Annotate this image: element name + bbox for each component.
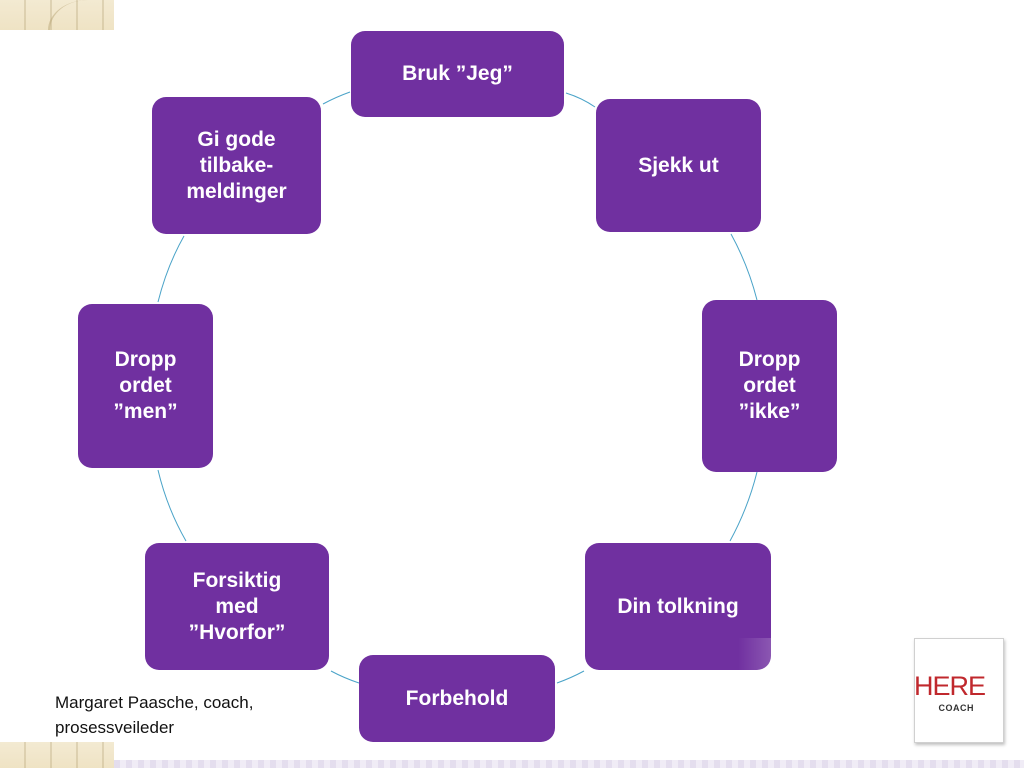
logo-card — [914, 638, 1004, 743]
node-dropp-ordet-ikke: Dropp ordet ”ikke” — [702, 300, 837, 472]
author-caption: Margaret Paasche, coach, prosessveileder — [55, 693, 254, 737]
node-forbehold: Forbehold — [359, 655, 555, 742]
connector-bruk-jeg-sjekk-ut — [565, 92, 596, 108]
logo-wordmark: HERE — [914, 671, 986, 701]
decorative-bottom-strip — [114, 760, 1024, 768]
decorative-tile-bottom-left — [0, 742, 114, 768]
decorative-tile-top-left — [0, 0, 114, 30]
connector-gi-gode-bruk-jeg — [322, 91, 351, 105]
node-forsiktig-med-hvorfor: Forsiktig med ”Hvorfor” — [145, 543, 329, 670]
connector-sjekk-ut-dropp-ikke — [730, 233, 758, 301]
node-bruk-jeg: Bruk ”Jeg” — [351, 31, 564, 117]
node-sjekk-ut: Sjekk ut — [596, 99, 761, 232]
connector-forbehold-forsiktig — [330, 670, 360, 684]
connector-din-tolkning-forbehold — [556, 670, 585, 684]
node-dropp-ordet-men: Dropp ordet ”men” — [78, 304, 213, 468]
connector-forsiktig-dropp-men — [157, 469, 187, 542]
connector-dropp-ikke-din-tolkning — [729, 471, 758, 542]
logo-fade — [738, 638, 914, 741]
connector-dropp-men-gi-gode — [157, 235, 185, 303]
node-gi-gode-tilbakemeldinger: Gi gode tilbake- meldinger — [152, 97, 321, 234]
logo-subtitle: COACH — [938, 703, 974, 713]
